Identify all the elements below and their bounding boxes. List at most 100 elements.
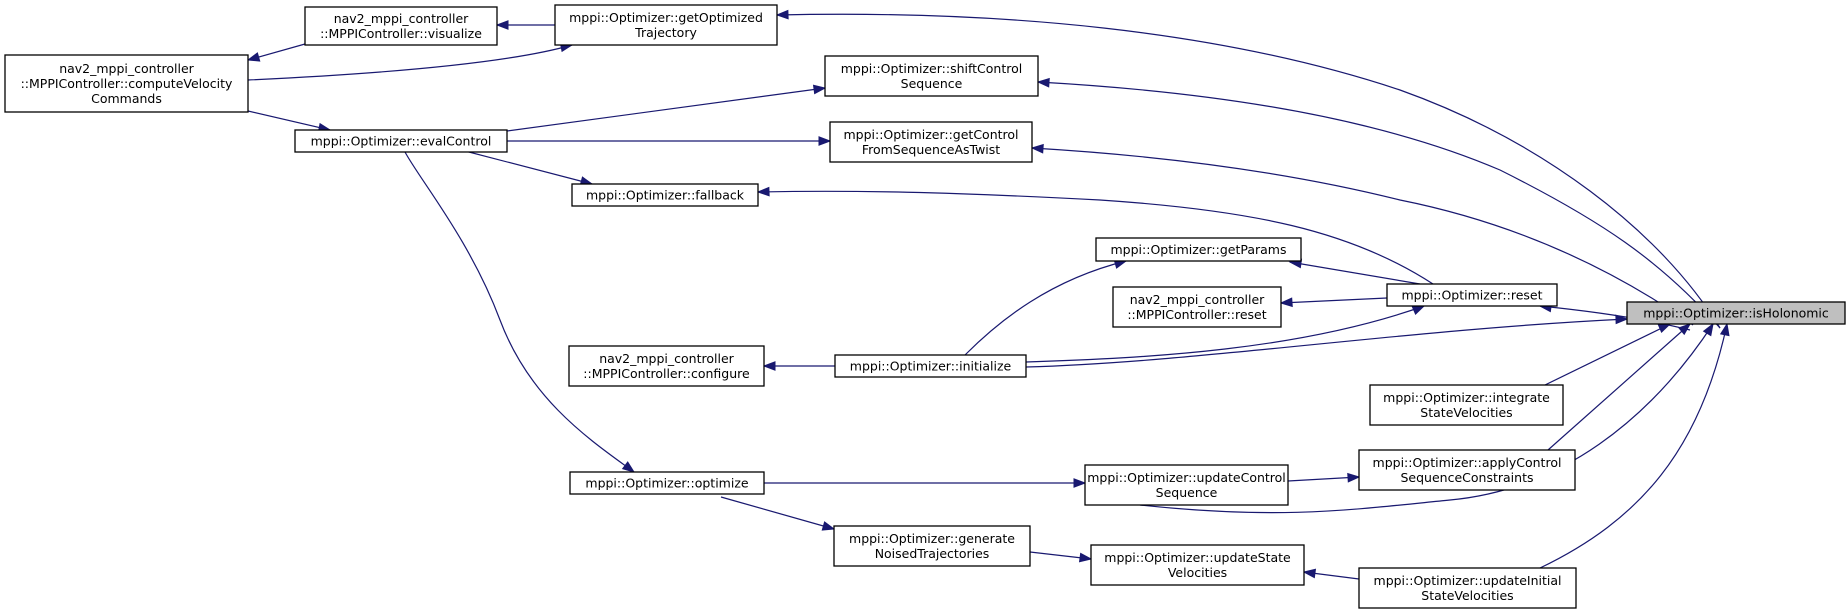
node-label: mppi::Optimizer::applyControl [1373, 455, 1562, 470]
node-label: mppi::Optimizer::initialize [850, 359, 1012, 374]
node-box [1386, 283, 1558, 307]
edge-optimizerReset-to-getParams [1288, 258, 1421, 285]
edge-line [1539, 305, 1691, 331]
node-box [1095, 237, 1302, 262]
edge-arrowhead [821, 521, 836, 531]
edge-line [1280, 297, 1388, 304]
edge-arrowhead [1030, 143, 1044, 154]
node-fallback[interactable]: mppi::Optimizer::fallback [571, 183, 759, 207]
node-getParams[interactable]: mppi::Optimizer::getParams [1095, 237, 1302, 262]
edge-arrowhead [1657, 323, 1672, 334]
node-label: mppi::Optimizer::generate [849, 531, 1015, 546]
node-label: mppi::Optimizer::shiftControl [841, 61, 1023, 76]
node-box [1369, 384, 1564, 426]
edge-isHolonomic-to-applyControlSequenceConstraints [1547, 323, 1692, 451]
edge-line [1289, 261, 1421, 285]
edge-getOptimizedTrajectory-to-computeVelocityCommands [247, 42, 574, 81]
node-evalControl[interactable]: mppi::Optimizer::evalControl [294, 129, 508, 153]
node-optimizerReset[interactable]: mppi::Optimizer::reset [1386, 283, 1558, 307]
node-box [829, 121, 1033, 163]
node-box [1626, 301, 1846, 325]
edge-isHolonomic-to-initialize [1025, 314, 1629, 368]
node-applyControlSequenceConstraints[interactable]: mppi::Optimizer::applyControlSequenceCon… [1358, 449, 1576, 491]
edge-applyControlSequenceConstraints-to-updateControlSequence [1287, 472, 1361, 483]
node-computeVelocityCommands[interactable]: nav2_mppi_controller::MPPIController::co… [4, 54, 249, 113]
edge-arrowhead [756, 186, 770, 197]
node-updateInitialStateVelocities[interactable]: mppi::Optimizer::updateInitialStateVeloc… [1358, 567, 1577, 609]
edge-arrowhead [812, 84, 827, 95]
edge-updateStateVelocities-to-generateNoisedTrajectories [1029, 551, 1093, 563]
node-label: mppi::Optimizer::getControl [843, 127, 1018, 142]
edge-updateInitialStateVelocities-to-updateStateVelocities [1302, 568, 1360, 580]
node-box [571, 183, 759, 207]
node-label: NoisedTrajectories [875, 546, 990, 561]
node-initialize[interactable]: mppi::Optimizer::initialize [834, 354, 1027, 378]
edge-arrowhead [495, 20, 509, 30]
edge-arrowhead [1078, 552, 1093, 563]
edge-line [506, 87, 826, 132]
edge-line [720, 496, 835, 530]
node-label: mppi::Optimizer::isHolonomic [1643, 306, 1829, 321]
node-label: mppi::Optimizer::getOptimized [569, 10, 763, 25]
nodes-layer: mppi::Optimizer::isHolonomicmppi::Optimi… [4, 4, 1846, 609]
node-generateNoisedTrajectories[interactable]: mppi::Optimizer::generateNoisedTrajector… [833, 525, 1031, 567]
node-getControlFromSequenceAsTwist[interactable]: mppi::Optimizer::getControlFromSequenceA… [829, 121, 1033, 163]
edge-isHolonomic-to-getControlFromSequenceAsTwist [1030, 143, 1694, 326]
node-integrateStateVelocities[interactable]: mppi::Optimizer::integrateStateVelocitie… [1369, 384, 1564, 426]
node-visualize[interactable]: nav2_mppi_controller::MPPIController::vi… [304, 6, 498, 46]
node-label: Velocities [1168, 565, 1227, 580]
node-configure[interactable]: nav2_mppi_controller::MPPIController::co… [568, 345, 765, 387]
node-box [554, 4, 778, 46]
node-box [1358, 449, 1576, 491]
node-label: mppi::Optimizer::fallback [586, 188, 745, 203]
edge-arrowhead [1411, 305, 1426, 316]
node-label: ::MPPIController::computeVelocity [21, 76, 233, 91]
edge-isHolonomic-to-shiftControlSequence [1036, 77, 1721, 329]
node-label: mppi::Optimizer::evalControl [311, 134, 492, 149]
node-label: Sequence [1156, 485, 1218, 500]
edge-arrowhead [246, 52, 261, 62]
edge-line [757, 190, 1434, 285]
edge-line [1287, 476, 1360, 482]
edge-line [1139, 323, 1714, 514]
edge-arrowhead [1615, 314, 1629, 325]
node-box [304, 6, 498, 46]
edge-evalControl-to-computeVelocityCommands [247, 110, 332, 133]
edge-arrowhead [1036, 77, 1050, 88]
edge-line [1544, 323, 1671, 386]
node-label: ::MPPIController::reset [1127, 307, 1266, 322]
node-box [833, 525, 1031, 567]
edge-isHolonomic-to-updateInitialStateVelocities [1539, 322, 1730, 569]
edge-getParams-to-initialize [964, 259, 1128, 356]
node-optimize[interactable]: mppi::Optimizer::optimize [569, 471, 765, 495]
edge-line [776, 13, 1721, 329]
node-box [294, 129, 508, 153]
edge-arrowhead [1347, 472, 1361, 483]
edge-visualize-to-computeVelocityCommands [246, 43, 306, 62]
node-label: SequenceConstraints [1401, 470, 1534, 485]
edge-initialize-to-configure [762, 361, 835, 371]
node-label: StateVelocities [1420, 405, 1512, 420]
node-label: StateVelocities [1421, 588, 1513, 603]
node-box [824, 55, 1039, 97]
edge-line [247, 44, 573, 81]
edge-optimizerReset-to-controllerReset [1279, 297, 1388, 308]
edge-line [1031, 147, 1694, 326]
node-box [1358, 567, 1577, 609]
edge-getOptimizedTrajectory-to-visualize [495, 20, 555, 30]
edge-arrowhead [1702, 322, 1714, 337]
node-label: ::MPPIController::visualize [320, 26, 482, 41]
edge-arrowhead [1279, 297, 1293, 308]
node-label: nav2_mppi_controller [1130, 292, 1265, 307]
edge-line [404, 151, 635, 473]
node-label: nav2_mppi_controller [59, 61, 194, 76]
node-label: ::MPPIController::configure [583, 366, 750, 381]
node-controllerReset[interactable]: nav2_mppi_controller::MPPIController::re… [1112, 286, 1282, 328]
edge-fallback-to-evalControl [464, 150, 594, 186]
node-isHolonomic: mppi::Optimizer::isHolonomic [1626, 301, 1846, 325]
node-label: Trajectory [634, 25, 697, 40]
